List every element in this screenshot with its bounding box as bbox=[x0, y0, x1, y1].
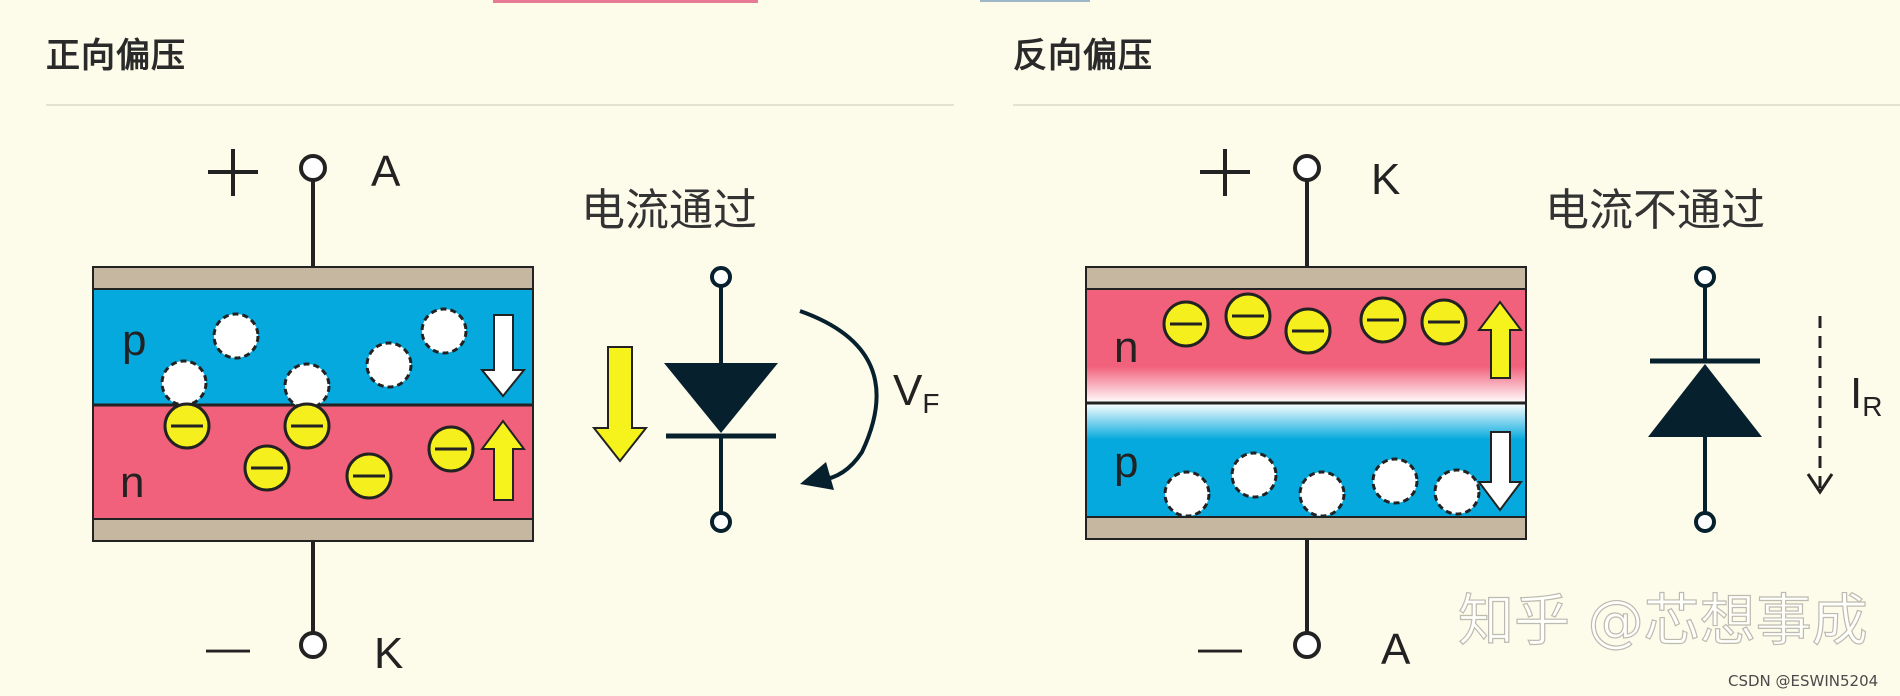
voltage-label-main: V bbox=[893, 366, 923, 415]
hole-flow-arrow-icon bbox=[479, 314, 527, 398]
lower-region-label: p bbox=[1114, 438, 1138, 487]
voltage-label: VF bbox=[893, 366, 939, 419]
terminal-node-icon bbox=[299, 631, 327, 659]
current-caption: 电流通过 bbox=[581, 185, 757, 236]
electron-flow-arrow-icon bbox=[480, 419, 526, 501]
electron-minus-icon bbox=[1420, 298, 1468, 346]
top-terminal-label: K bbox=[1371, 155, 1400, 204]
credit-text: CSDN @ESWIN5204 bbox=[1728, 672, 1878, 690]
minus-sign-text: — bbox=[1198, 623, 1242, 672]
hole-circle-icon bbox=[1298, 470, 1346, 518]
hole-circle-icon bbox=[1371, 457, 1419, 505]
arrowhead-icon bbox=[1806, 473, 1834, 495]
terminal-node-icon bbox=[1293, 154, 1321, 182]
hole-circle-icon bbox=[283, 362, 331, 410]
watermark-text: 知乎 @芯想事成 bbox=[1458, 589, 1868, 654]
current-arrow-icon bbox=[591, 346, 649, 463]
electron-minus-icon bbox=[345, 452, 393, 500]
electron-minus-icon bbox=[243, 444, 291, 492]
upper-region-label: n bbox=[1114, 323, 1138, 372]
hole-circle-icon bbox=[365, 341, 413, 389]
hole-flow-arrow-icon bbox=[1477, 431, 1523, 512]
electron-minus-icon bbox=[427, 425, 475, 473]
reverse-bias-panel: + K n p — A 电流不通过 bbox=[1085, 149, 1882, 674]
reverse-bias-title: 反向偏压 bbox=[1013, 36, 1153, 76]
contact-plate bbox=[1085, 266, 1527, 290]
electron-minus-icon bbox=[1224, 292, 1272, 340]
hole-circle-icon bbox=[1230, 451, 1278, 499]
title-divider bbox=[46, 104, 954, 106]
voltage-arc-arrow-icon bbox=[799, 309, 879, 482]
plus-sign-icon bbox=[1200, 149, 1250, 196]
title-divider bbox=[1013, 104, 1900, 106]
electron-flow-arrow-icon bbox=[1477, 300, 1523, 379]
terminal-node-icon bbox=[1293, 631, 1321, 659]
hole-circle-icon bbox=[1433, 468, 1481, 516]
minus-sign-text: — bbox=[206, 623, 250, 672]
forward-bias-title: 正向偏压 bbox=[46, 36, 186, 76]
diode-symbol-icon bbox=[664, 266, 778, 533]
terminal-node-icon bbox=[299, 154, 327, 182]
hole-circle-icon bbox=[420, 307, 468, 355]
top-decor-strip bbox=[980, 0, 1090, 2]
current-label-main: I bbox=[1850, 369, 1862, 418]
arrowhead-icon bbox=[800, 462, 834, 490]
top-decor-strip bbox=[493, 0, 758, 3]
hole-circle-icon bbox=[1163, 470, 1211, 518]
contact-plate bbox=[92, 518, 534, 542]
electron-minus-icon bbox=[1162, 300, 1210, 348]
upper-region-label: p bbox=[122, 316, 146, 365]
current-caption: 电流不通过 bbox=[1545, 185, 1765, 236]
electron-minus-icon bbox=[163, 402, 211, 450]
bottom-terminal-label: K bbox=[374, 629, 403, 678]
current-label-subscript: R bbox=[1862, 391, 1882, 422]
electron-minus-icon bbox=[1284, 307, 1332, 355]
hole-circle-icon bbox=[160, 359, 208, 407]
bottom-terminal-label: A bbox=[1381, 625, 1411, 674]
contact-plate bbox=[1085, 516, 1527, 540]
current-label: IR bbox=[1850, 369, 1882, 422]
hole-circle-icon bbox=[212, 312, 260, 360]
diode-symbol-icon bbox=[1648, 266, 1762, 533]
contact-plate bbox=[92, 266, 534, 290]
electron-minus-icon bbox=[1359, 296, 1407, 344]
forward-bias-panel: + A p n — bbox=[92, 147, 939, 678]
voltage-label-subscript: F bbox=[922, 388, 939, 419]
electron-minus-icon bbox=[283, 402, 331, 450]
plus-sign-icon bbox=[208, 149, 258, 196]
top-terminal-label: A bbox=[371, 147, 401, 196]
lower-region-label: n bbox=[120, 458, 144, 507]
